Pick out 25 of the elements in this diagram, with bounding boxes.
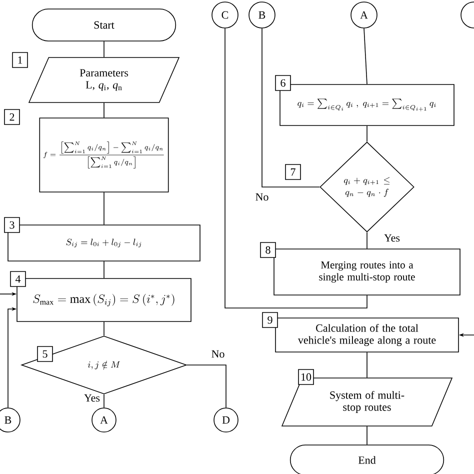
step-number: 7 <box>285 164 301 180</box>
process-box: Calculation of the total vehicle's mileage along a route <box>275 318 459 352</box>
connector <box>224 28 368 308</box>
step-number: 6 <box>275 75 291 91</box>
step-number: 2 <box>4 109 20 125</box>
connector <box>366 126 368 142</box>
step-number: 3 <box>4 217 20 233</box>
step-number: 9 <box>262 312 278 328</box>
step-number: 8 <box>260 242 276 258</box>
step-number: 5 <box>37 346 53 362</box>
step-number: 4 <box>10 271 26 287</box>
connector <box>366 426 368 445</box>
process-box: $f=\frac{\left[\sum_{i=1}^{N} q_i / q_n\right]-\sum_{i=1}^{N} q_i / q_n}{\left[\sum_{i=1}^{N} q_i / q_n\right]}$ <box>39 118 169 192</box>
connector <box>262 28 320 188</box>
connector <box>366 352 368 378</box>
edge-label: Yes <box>83 393 101 403</box>
process-box: Merging routes into a single multi-stop route <box>274 248 460 296</box>
step-number: 10 <box>298 369 314 385</box>
connector <box>364 28 368 84</box>
edge-label: Yes <box>383 233 401 243</box>
connector <box>186 364 226 408</box>
connector <box>366 232 368 249</box>
edge-label: No <box>254 192 270 202</box>
step-number: 1 <box>12 52 28 68</box>
edge-label: No <box>210 349 226 359</box>
